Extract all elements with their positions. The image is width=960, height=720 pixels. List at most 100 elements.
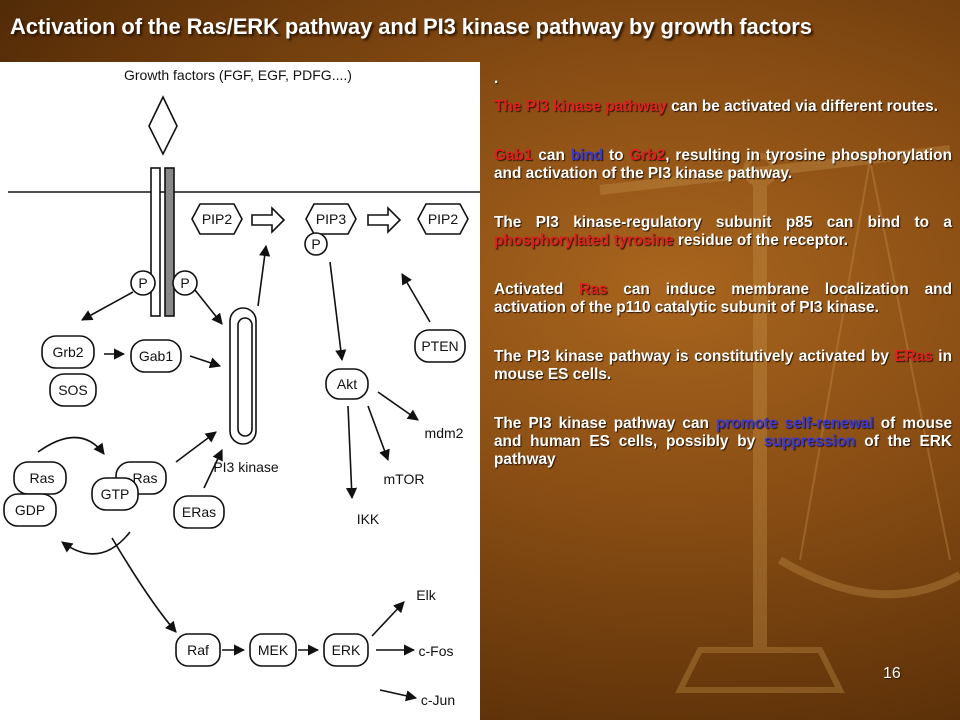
highlight-red: Grb2 [629, 147, 666, 164]
arrow-p-to-grb2 [81, 291, 134, 321]
mek-node [249, 633, 297, 667]
pip2-right-label: PIP2 [428, 211, 459, 227]
pip2-left-label: PIP2 [202, 211, 233, 227]
text-run: of mouse and human ES cells, possibly by [494, 415, 953, 450]
block-arrow-right-2 [367, 206, 402, 234]
gdp-node [3, 493, 57, 527]
gdp-label: GDP [15, 502, 45, 518]
akt-label: Akt [337, 376, 357, 392]
slide-title: Activation of the Ras/ERK pathway and PI… [10, 14, 812, 39]
arrow-gab1-to-pi3k [189, 355, 222, 369]
arrow-akt-to-mtor [367, 405, 390, 462]
ras-left-label: Ras [30, 470, 55, 486]
page-number: 16 [883, 665, 901, 682]
highlight-red: The PI3 kinase pathway [494, 98, 667, 115]
highlight-blue: suppression [764, 433, 856, 450]
ras-right-label: Ras [133, 470, 158, 486]
cjun-label: c-Jun [421, 692, 455, 708]
pip2-left-node [191, 203, 243, 235]
bullet-2: Gab1 can bind to Grb2, resulting in tyro… [494, 147, 952, 183]
text-run: residue of the receptor. [673, 232, 849, 249]
text-run: can induce membrane localization and act… [494, 281, 952, 316]
pi3-kinase-label: PI3 kinase [213, 459, 279, 475]
highlight-red: Gab1 [494, 147, 533, 164]
grb2-node [41, 335, 95, 369]
text-run: The PI3 kinase pathway is constitutively… [494, 348, 895, 365]
phospho-right-label: P [180, 275, 189, 291]
arrow-eras-to-pi3k [203, 448, 223, 489]
pi3-kinase-subunit-inner [237, 317, 253, 437]
text-run: can be activated via different routes. [666, 98, 938, 115]
arrow-erk-to-elk [371, 601, 405, 637]
text-run: The PI3 kinase pathway can [494, 415, 717, 432]
arrow-p-to-pi3k [194, 289, 223, 325]
phospho-left [130, 270, 156, 296]
text-run: The PI3 kinase-regulatory subunit p85 ca… [494, 214, 952, 231]
text-run: . [494, 70, 499, 87]
gab1-node [130, 339, 182, 373]
bullet-5: The PI3 kinase pathway is constitutively… [494, 348, 952, 384]
arrow-ras-cycle-top [37, 436, 105, 455]
eras-node [173, 495, 225, 529]
pathway-diagram-svg: Growth factors (FGF, EGF, PDFG....) [3, 67, 480, 708]
akt-node [325, 368, 369, 400]
text-run: Activated [494, 281, 580, 298]
highlight-red: ERas [894, 348, 933, 365]
text-run: can [532, 147, 571, 164]
mdm2-label: mdm2 [425, 425, 464, 441]
text-run: in mouse ES cells. [494, 348, 952, 383]
bullet-4: Activated Ras can induce membrane locali… [494, 281, 952, 317]
erk-label: ERK [332, 642, 361, 658]
pip3-label: PIP3 [316, 211, 347, 227]
arrow-pi3k-to-pip2 [257, 244, 271, 307]
phospho-left-label: P [138, 275, 147, 291]
arrow-pten-to-pip2 [401, 273, 431, 323]
bullet-1: The PI3 kinase pathway can be activated … [494, 98, 952, 116]
text-run: , resulting in tyrosine phosphorylation … [494, 147, 952, 182]
elk-label: Elk [416, 587, 436, 603]
phospho-pip3 [304, 232, 328, 256]
pip2-right-node [417, 203, 469, 235]
text-run: of the ERK pathway [494, 433, 952, 468]
receptor-right [164, 167, 175, 317]
pten-label: PTEN [421, 338, 458, 354]
sos-label: SOS [58, 382, 88, 398]
arrow-akt-to-mdm2 [377, 391, 419, 421]
eras-label: ERas [182, 504, 216, 520]
bullet-6: The PI3 kinase pathway can promote self-… [494, 415, 952, 469]
bullet-0: . [494, 70, 952, 88]
text-run: to [603, 147, 630, 164]
highlight-blue: bind [570, 147, 604, 164]
mtor-label: mTOR [384, 471, 425, 487]
bullet-3: The PI3 kinase-regulatory subunit p85 ca… [494, 214, 952, 250]
mek-label: MEK [258, 642, 289, 658]
arrow-pip3-to-akt [329, 261, 347, 362]
growth-factors-label: Growth factors (FGF, EGF, PDFG....) [124, 67, 352, 83]
highlight-red: phosphorylated tyrosine [494, 232, 674, 249]
arrow-ras-to-pi3k [175, 431, 217, 463]
sos-node [49, 373, 97, 407]
phospho-right [172, 270, 198, 296]
block-arrow-right-1 [251, 206, 286, 234]
arrow-ras-cycle-bottom [61, 531, 131, 555]
gtp-node [91, 477, 139, 511]
gtp-label: GTP [101, 486, 130, 502]
raf-label: Raf [187, 642, 209, 658]
receptor-left [150, 167, 161, 317]
arrow-ras-to-raf [111, 537, 177, 633]
arrow-to-cjun [379, 689, 418, 702]
raf-node [175, 633, 221, 667]
erk-node [323, 633, 369, 667]
highlight-red: Ras [579, 281, 608, 298]
ikk-label: IKK [357, 511, 380, 527]
pten-node [414, 329, 466, 363]
text-panel: . The PI3 kinase pathway can be activate… [494, 70, 952, 500]
growth-factor-ligand [148, 95, 178, 156]
phospho-pip3-label: P [311, 236, 320, 252]
gab1-label: Gab1 [139, 348, 173, 364]
arrow-akt-to-ikk [345, 405, 358, 500]
highlight-blue: promote self-renewal [716, 415, 874, 432]
cfos-label: c-Fos [419, 643, 454, 659]
